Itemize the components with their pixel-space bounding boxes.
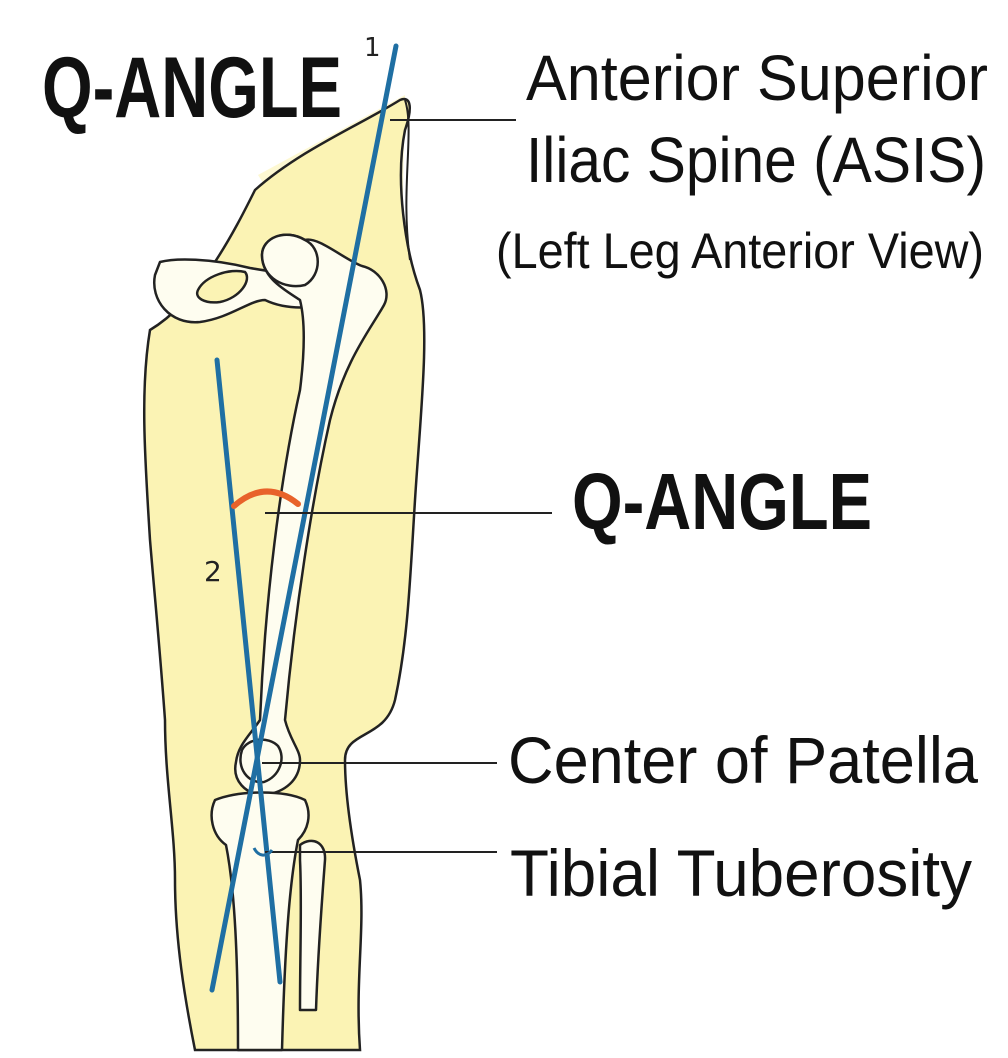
line-2-tuberosity-to-patella [214,357,283,985]
patella-label: Center of Patella [508,723,978,797]
hip-crease-line [404,99,411,261]
title-label: Q-ANGLE [42,40,342,136]
view-label: (Left Leg Anterior View) [496,223,984,279]
femur-bone [234,233,388,797]
tibial-tuberosity-tick [252,847,274,857]
femur-head [260,233,319,288]
fibula-bone [298,839,327,1012]
line-1-asis-to-patella [209,43,399,993]
obturator-foramen [195,269,249,304]
q-angle-arc [231,488,301,509]
tibial-tuberosity-label: Tibial Tuberosity [510,836,972,910]
bones [152,233,388,1052]
line-2-marker: 2 [204,555,222,588]
line-1-marker: 1 [364,33,381,63]
asis-label-line1: Anterior Superior [526,42,988,114]
asis-label-line2: Iliac Spine (ASIS) [526,124,986,196]
leader-lines [262,119,552,853]
q-angle-label: Q-ANGLE [572,457,872,546]
reference-lines [209,43,399,993]
